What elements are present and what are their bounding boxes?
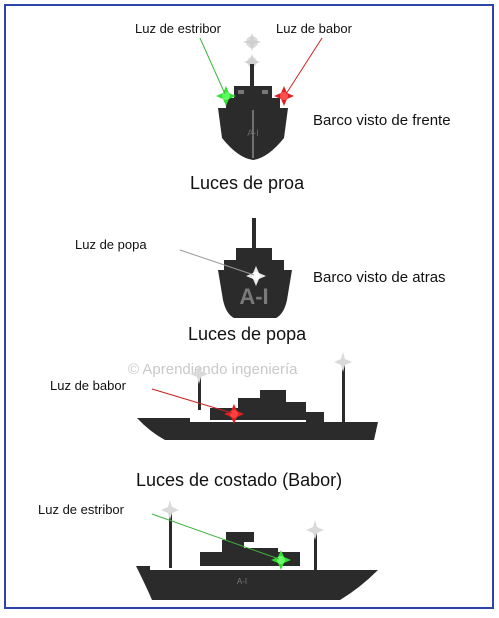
- port-side-mast-light-fore: [190, 364, 208, 384]
- port-side-red-light: [224, 404, 244, 424]
- starboard-side-pointer: [151, 513, 280, 560]
- stern-view-caption: Barco visto de atras: [313, 269, 446, 286]
- front-mast-light-lower: [244, 54, 260, 70]
- front-hull-mark: A-I: [247, 128, 259, 138]
- port-side-mast-light-aft: [334, 352, 352, 372]
- watermark: © Aprendiendo ingeniería: [128, 361, 298, 378]
- front-port-pointer: [285, 37, 323, 95]
- front-ship: A-I: [199, 33, 323, 160]
- front-starboard-label: Luz de estribor: [135, 21, 222, 36]
- front-starboard-light: [216, 86, 236, 106]
- starboard-side-light-label: Luz de estribor: [38, 502, 125, 517]
- starboard-side-mast-light-aft: [306, 520, 324, 540]
- starboard-hull-mark: A-I: [237, 577, 247, 586]
- port-side-light-label: Luz de babor: [50, 378, 127, 393]
- starboard-side-mast-light-fore: [161, 500, 179, 520]
- stern-ship: A-I: [179, 218, 292, 318]
- port-side-pointer: [151, 388, 233, 414]
- stern-heading: Luces de popa: [188, 324, 307, 344]
- front-view-caption: Barco visto de frente: [313, 112, 451, 129]
- stern-hull-mark: A-I: [239, 284, 268, 309]
- starboard-side-ship: A-I: [136, 500, 378, 600]
- front-starboard-pointer: [199, 37, 226, 95]
- front-heading: Luces de proa: [190, 173, 305, 193]
- stern-light: [246, 266, 266, 286]
- front-mast-light-top: [243, 33, 261, 51]
- front-port-label: Luz de babor: [276, 21, 353, 36]
- starboard-side-green-light: [271, 550, 291, 570]
- stern-light-label: Luz de popa: [75, 237, 147, 252]
- stern-pointer: [179, 249, 255, 276]
- port-side-ship: [137, 352, 378, 440]
- port-side-heading: Luces de costado (Babor): [136, 470, 342, 490]
